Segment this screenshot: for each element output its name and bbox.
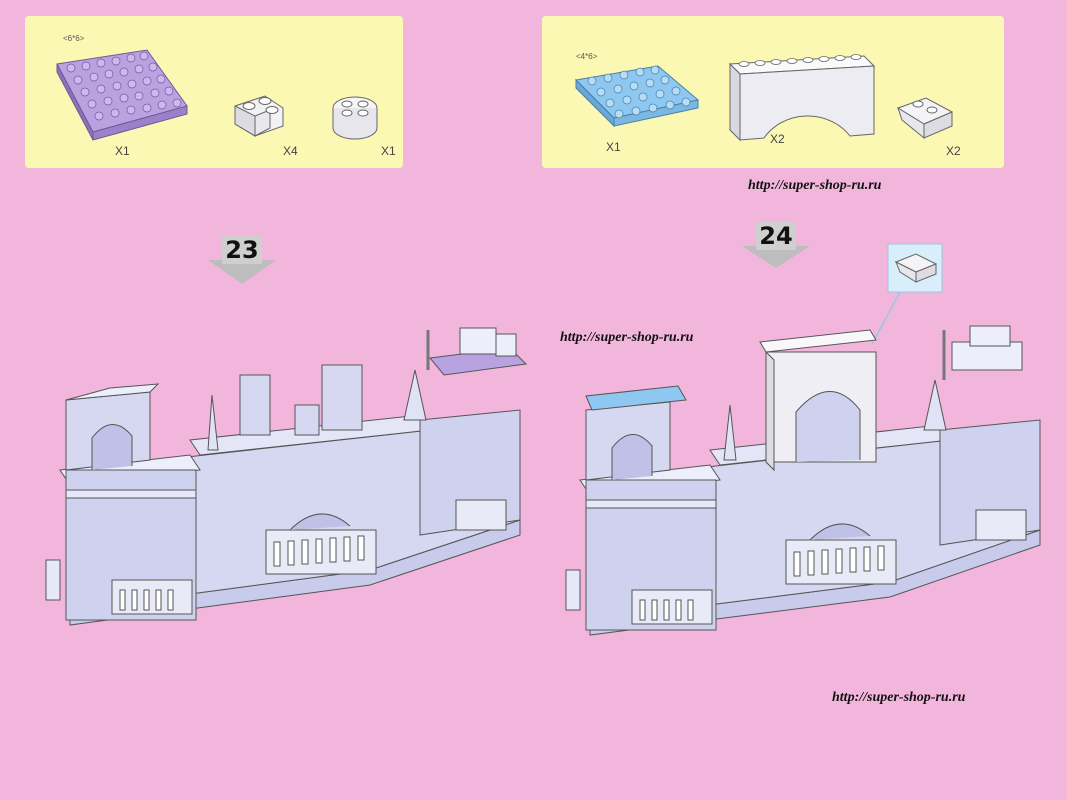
part-quantity: X1 (115, 144, 130, 158)
white-round-brick-icon (332, 96, 378, 140)
part-quantity: X4 (283, 144, 298, 158)
down-arrow-icon (208, 236, 276, 284)
part-dimension: <6*6> (63, 34, 85, 43)
parts-panel-step-23: <6*6> X1 X4 X1 (25, 16, 403, 168)
purple-plate-6x6-icon (56, 49, 188, 141)
castle-model-step-23 (45, 327, 528, 626)
callout-slope-brick (871, 243, 943, 345)
watermark-url: http://super-shop-ru.ru (832, 690, 966, 705)
step-number: 24 (759, 222, 793, 250)
white-slope-brick-icon (896, 97, 954, 140)
watermark-url: http://super-shop-ru.ru (560, 330, 694, 345)
part-dimension: <4*6> (576, 52, 598, 61)
white-arch-icon (728, 54, 876, 142)
part-quantity: X2 (770, 132, 785, 146)
watermark-url: http://super-shop-ru.ru (748, 178, 882, 193)
blue-plate-4x6-icon (574, 65, 700, 128)
part-quantity: X1 (381, 144, 396, 158)
castle-model-step-24 (565, 325, 1041, 636)
step-number: 23 (225, 236, 259, 264)
white-corner-brick-icon (234, 95, 284, 137)
step-24-badge: 24 (736, 218, 816, 278)
parts-panel-step-24: <4*6> X1 X2 X2 (542, 16, 1004, 168)
down-arrow-icon (742, 222, 810, 268)
step-23-badge: 23 (202, 232, 282, 292)
part-quantity: X1 (606, 140, 621, 154)
part-quantity: X2 (946, 144, 961, 158)
